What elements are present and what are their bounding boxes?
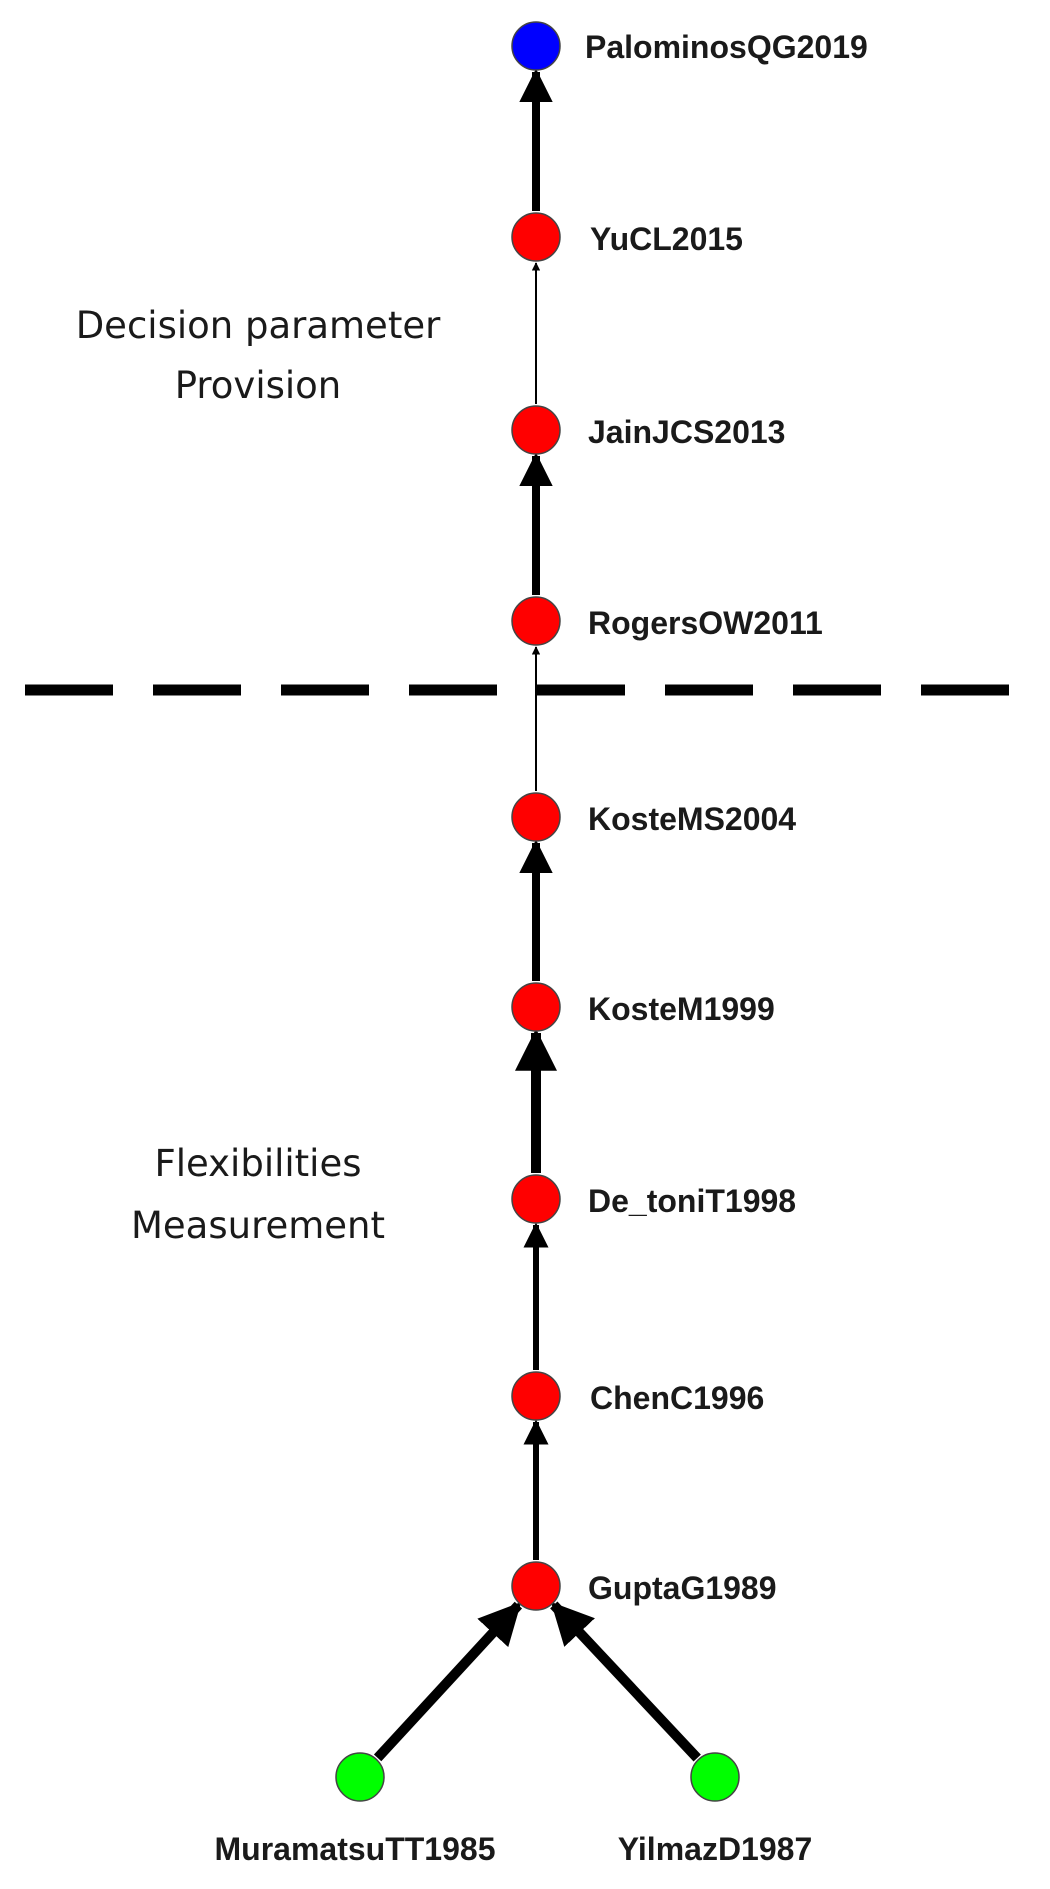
node-label-GuptaG1989: GuptaG1989 [588, 1570, 777, 1606]
node-label-RogersOW2011: RogersOW2011 [588, 605, 823, 641]
node-circle-PalominosQG2019 [511, 21, 561, 71]
node-GuptaG1989: GuptaG1989 [511, 1561, 777, 1611]
node-label-YuCL2015: YuCL2015 [590, 221, 743, 257]
section-label-measurement: Measurement [131, 1204, 385, 1247]
node-JainJCS2013: JainJCS2013 [511, 405, 785, 455]
node-circle-YuCL2015 [511, 212, 561, 262]
node-RogersOW2011: RogersOW2011 [511, 596, 823, 646]
node-YuCL2015: YuCL2015 [511, 212, 743, 262]
section-label-provision: Provision [175, 364, 342, 407]
section-label-flexibilities: Flexibilities [154, 1142, 361, 1185]
node-De_toniT1998: De_toniT1998 [511, 1174, 796, 1224]
node-circle-KosteM1999 [511, 982, 561, 1032]
edge-YilmazD1987-to-GuptaG1989 [550, 1601, 701, 1762]
node-circle-KosteMS2004 [511, 792, 561, 842]
node-label-ChenC1996: ChenC1996 [590, 1380, 764, 1416]
node-ChenC1996: ChenC1996 [511, 1371, 764, 1421]
node-label-KosteMS2004: KosteMS2004 [588, 801, 796, 837]
node-circle-GuptaG1989 [511, 1561, 561, 1611]
node-KosteMS2004: KosteMS2004 [511, 792, 796, 842]
node-circle-ChenC1996 [511, 1371, 561, 1421]
node-label-PalominosQG2019: PalominosQG2019 [585, 29, 868, 65]
node-label-YilmazD1987: YilmazD1987 [618, 1831, 812, 1867]
node-MuramatsuTT1985: MuramatsuTT1985 [215, 1752, 496, 1867]
node-label-De_toniT1998: De_toniT1998 [588, 1183, 796, 1219]
edge-MuramatsuTT1985-to-GuptaG1989 [373, 1601, 523, 1762]
node-circle-De_toniT1998 [511, 1174, 561, 1224]
node-KosteM1999: KosteM1999 [511, 982, 775, 1032]
section-label-decision: Decision parameter [76, 304, 441, 347]
node-circle-MuramatsuTT1985 [335, 1752, 385, 1802]
node-YilmazD1987: YilmazD1987 [618, 1752, 812, 1867]
node-PalominosQG2019: PalominosQG2019 [511, 21, 868, 71]
node-circle-JainJCS2013 [511, 405, 561, 455]
nodes: PalominosQG2019YuCL2015JainJCS2013Rogers… [215, 21, 868, 1867]
node-label-KosteM1999: KosteM1999 [588, 991, 775, 1027]
node-circle-RogersOW2011 [511, 596, 561, 646]
node-label-MuramatsuTT1985: MuramatsuTT1985 [215, 1831, 496, 1867]
node-label-JainJCS2013: JainJCS2013 [588, 414, 785, 450]
node-circle-YilmazD1987 [690, 1752, 740, 1802]
edges [373, 68, 701, 1762]
